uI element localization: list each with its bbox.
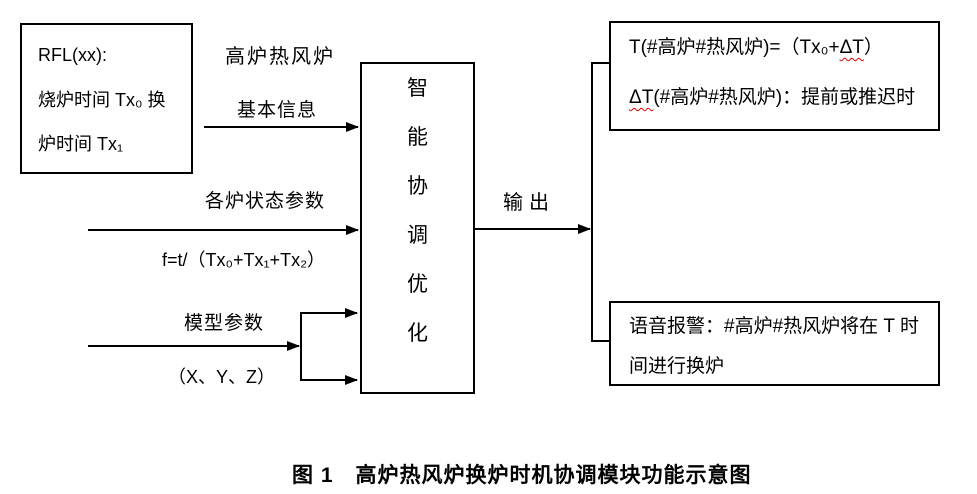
- delta-t-term: ΔT: [629, 87, 654, 108]
- formula-suffix: ）: [863, 37, 883, 58]
- basic-info-label-line2: 基本信息: [237, 100, 318, 121]
- module-char: 化: [407, 322, 428, 345]
- basic-info-label-line1: 高炉热风炉: [225, 46, 335, 68]
- status-params-formula: f=t/（Tx₀+Tx₁+Tx₂）: [162, 250, 326, 270]
- formula-prefix: T(#高炉#热风炉)=（Tx₀+: [629, 37, 840, 58]
- result-time-formula: T(#高炉#热风炉)=（Tx₀+ΔT）: [629, 35, 938, 61]
- status-params-label: 各炉状态参数: [205, 191, 326, 212]
- module-char: 协: [407, 175, 428, 198]
- result-time-box: T(#高炉#热风炉)=（Tx₀+ΔT） ΔT(#高炉#热风炉)：提前或推迟时: [609, 21, 940, 131]
- model-params-formula: （X、Y、Z）: [168, 367, 276, 387]
- rfl-parameters-box: RFL(xx): 烧炉时间 Tx₀ 换 炉时间 Tx₁: [20, 23, 193, 174]
- module-char: 优: [407, 273, 428, 296]
- module-char: 能: [407, 126, 428, 149]
- rfl-change-time: 炉时间 Tx₁: [38, 134, 124, 154]
- voice-alarm-box: 语音报警：#高炉#热风炉将在 T 时间进行换炉: [609, 301, 940, 386]
- module-char: 智: [407, 77, 428, 100]
- rfl-burn-time: 烧炉时间 Tx₀ 换: [38, 90, 166, 110]
- rfl-title: RFL(xx):: [38, 44, 107, 65]
- model-params-label: 模型参数: [184, 313, 265, 334]
- output-label: 输出: [503, 192, 555, 214]
- voice-alarm-text: 语音报警：#高炉#热风炉将在 T 时间进行换炉: [629, 316, 919, 377]
- intelligent-coordination-module-box: 智 能 协 调 优 化: [360, 62, 475, 394]
- delta-t-term: ΔT: [839, 37, 864, 58]
- delta-definition-text: (#高炉#热风炉)：提前或推迟时: [653, 87, 916, 108]
- module-char: 调: [407, 224, 428, 247]
- result-delta-definition: ΔT(#高炉#热风炉)：提前或推迟时: [629, 85, 938, 111]
- figure-caption: 图 1 高炉热风炉换炉时机协调模块功能示意图: [292, 464, 752, 487]
